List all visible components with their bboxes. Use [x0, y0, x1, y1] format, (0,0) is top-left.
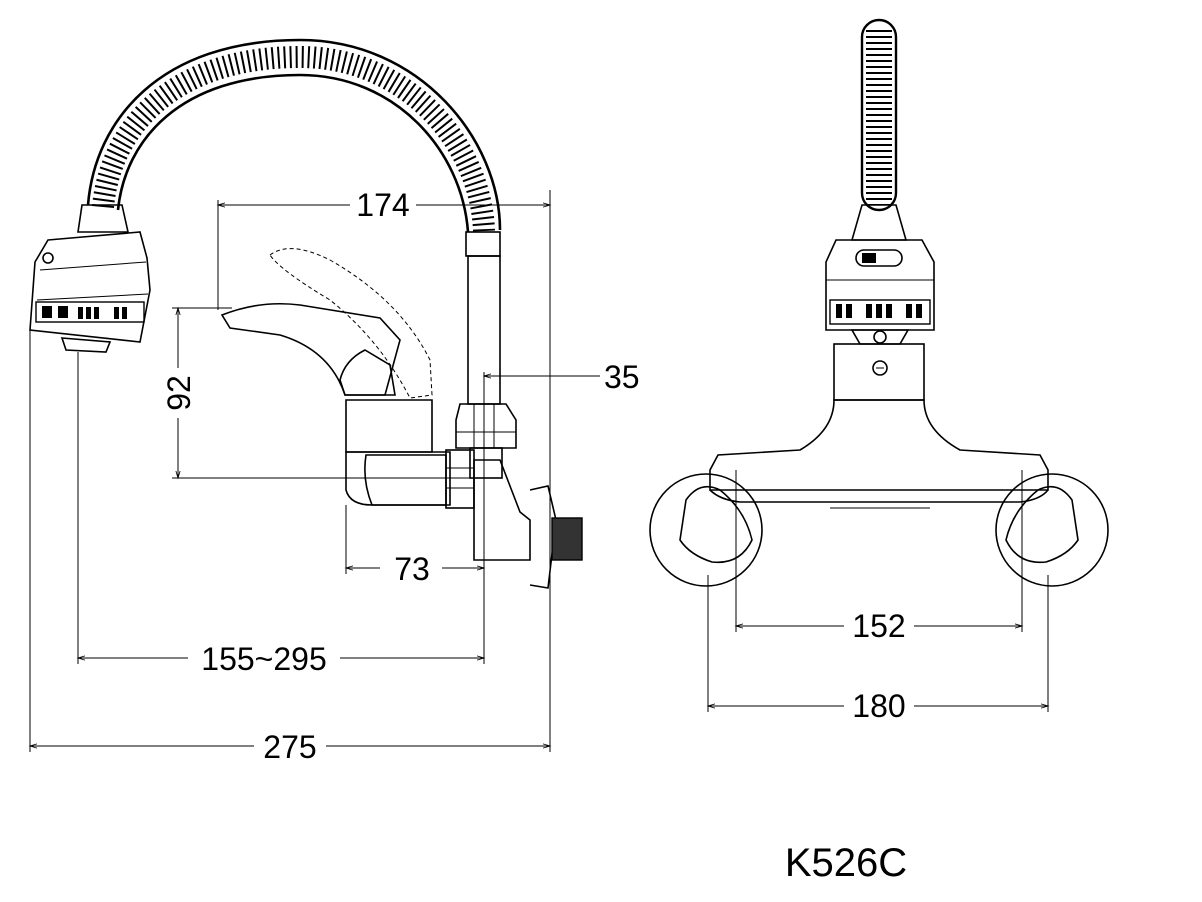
flexible-hose: [86, 38, 502, 233]
front-view: 152 180: [649, 18, 1109, 724]
faucet-body: [220, 248, 583, 589]
dim-reach: 155~295: [201, 641, 326, 677]
dim-35: 35: [604, 359, 640, 395]
front-body: [709, 343, 1049, 509]
front-hose: [850, 18, 908, 241]
model-label: K526C: [785, 841, 907, 885]
dim-275: 275: [263, 729, 316, 765]
dim-73: 73: [394, 551, 430, 587]
side-dimensions: [28, 190, 600, 752]
dim-174: 174: [356, 187, 409, 223]
dim-92: 92: [161, 375, 197, 411]
spray-head: [29, 204, 151, 353]
front-dimensions: [706, 470, 1050, 712]
dim-180: 180: [852, 688, 905, 724]
front-flanges: [649, 473, 1109, 587]
side-view: 174 92 35 73 155~295 275: [28, 38, 640, 765]
dim-152: 152: [852, 608, 905, 644]
spout-tube: [455, 231, 517, 479]
front-spray-head: [825, 239, 935, 345]
